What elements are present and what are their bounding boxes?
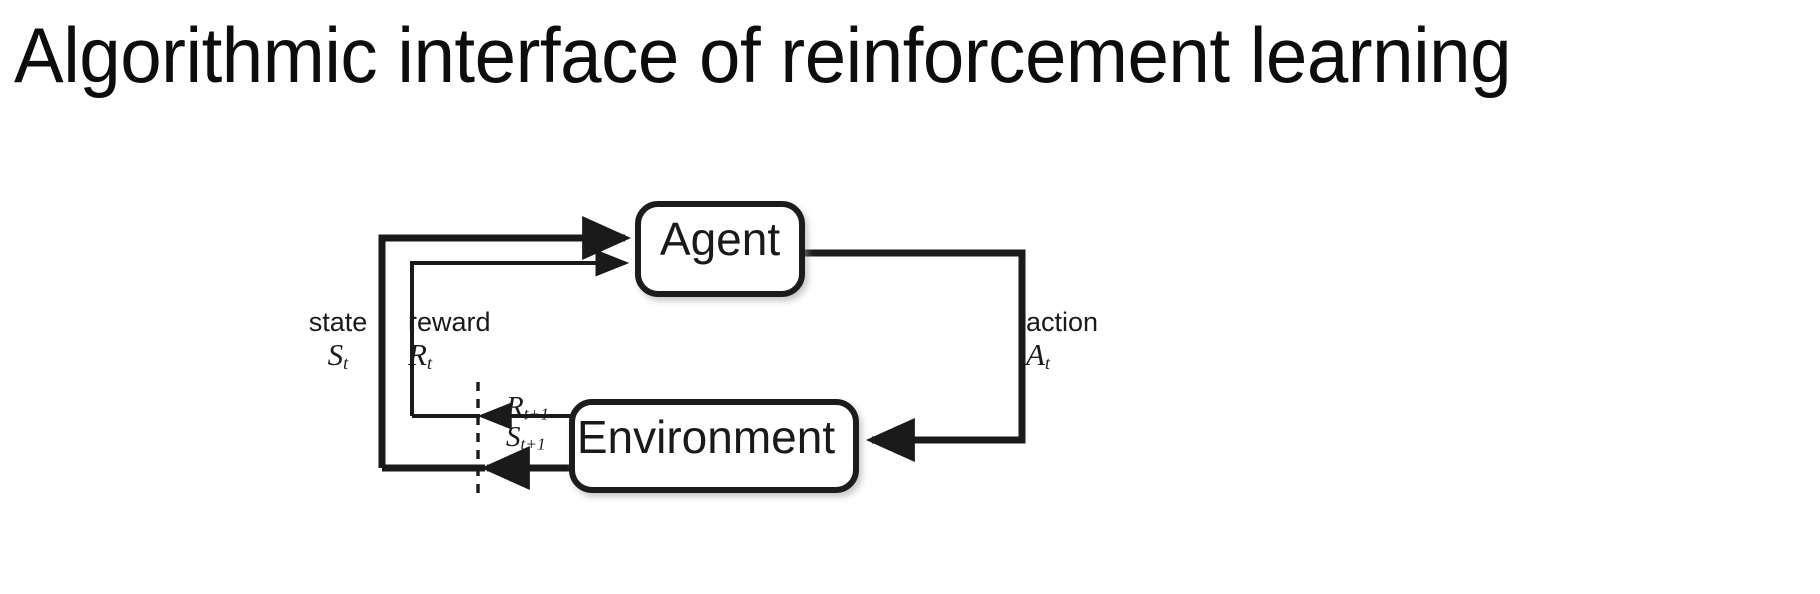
- agent-environment-diagram: Agent Environment state St reward Rt act…: [0, 150, 1820, 594]
- action-symbol: At: [1026, 337, 1051, 373]
- diagram-graphics: [378, 201, 1026, 495]
- state-symbol: St: [327, 337, 349, 373]
- reward-word: reward: [408, 307, 491, 337]
- next-state-label: St+1: [506, 421, 546, 454]
- next-reward-label: Rt+1: [506, 391, 550, 424]
- action-signal-label: action At: [1026, 307, 1136, 381]
- environment-box-label: Environment: [576, 411, 836, 463]
- reward-feedback-arrow: [410, 249, 630, 416]
- state-word: state: [308, 307, 368, 337]
- reward-signal-label: reward Rt: [408, 307, 528, 381]
- environment-box: [569, 399, 859, 493]
- reward-symbol: Rt: [408, 337, 433, 373]
- agent-box-label: Agent: [659, 213, 781, 265]
- action-arrow: [795, 249, 1026, 463]
- page-title: Algorithmic interface of reinforcement l…: [14, 11, 1512, 99]
- state-signal-label: state St: [298, 307, 378, 381]
- state-feedback-arrow: [378, 215, 632, 468]
- action-word: action: [1026, 307, 1099, 337]
- agent-box: [635, 201, 805, 297]
